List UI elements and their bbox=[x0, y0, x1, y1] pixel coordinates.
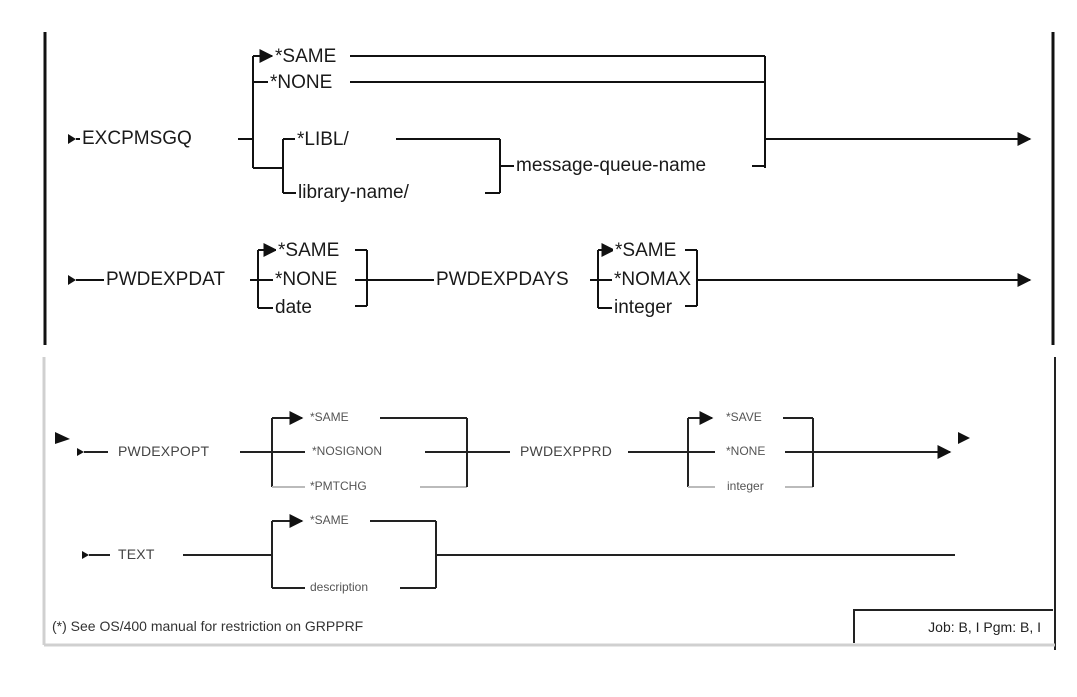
option-pwdexpopt-nosignon: *NOSIGNON bbox=[310, 444, 385, 458]
option-pwdexpdat-none: *NONE bbox=[273, 269, 340, 290]
option-pwdexpdays-integer: integer bbox=[612, 297, 675, 318]
keyword-pwdexpopt: PWDEXPOPT bbox=[116, 443, 212, 459]
start-arrow-icon bbox=[68, 134, 76, 144]
row-pwdexpopt-lines bbox=[55, 411, 970, 488]
start-arrow-icon bbox=[68, 275, 76, 285]
continuation-arrow-icon bbox=[55, 432, 70, 444]
option-pwdexpprd-save: *SAVE bbox=[724, 410, 764, 424]
option-excpmsgq-message-queue-name: message-queue-name bbox=[514, 155, 709, 176]
option-pwdexpprd-integer: integer bbox=[725, 479, 766, 493]
option-excpmsgq-libl: *LIBL/ bbox=[295, 129, 351, 150]
start-arrow-icon bbox=[77, 448, 84, 456]
footnote: (*) See OS/400 manual for restriction on… bbox=[50, 618, 366, 634]
job-info-box: Job: B, I Pgm: B, I bbox=[853, 609, 1053, 643]
start-arrow-icon bbox=[82, 551, 89, 559]
option-excpmsgq-none: *NONE bbox=[268, 72, 335, 93]
keyword-pwdexpdays: PWDEXPDAYS bbox=[434, 269, 571, 290]
keyword-pwdexpdat: PWDEXPDAT bbox=[104, 269, 227, 290]
option-pwdexpdays-nomax: *NOMAX bbox=[612, 269, 694, 290]
option-text-description: description bbox=[308, 580, 371, 594]
keyword-excpmsgq: EXCPMSGQ bbox=[80, 128, 194, 149]
row-pwdexpdat-lines bbox=[68, 243, 1032, 309]
option-excpmsgq-same: *SAME bbox=[273, 46, 339, 67]
keyword-pwdexpprd: PWDEXPPRD bbox=[518, 443, 615, 459]
option-pwdexpdat-same: *SAME bbox=[276, 240, 342, 261]
option-text-same: *SAME bbox=[308, 513, 351, 527]
continuation-arrow-icon bbox=[958, 432, 970, 444]
option-pwdexpdat-date: date bbox=[273, 297, 314, 318]
option-pwdexpdays-same: *SAME bbox=[613, 240, 679, 261]
option-pwdexpopt-same: *SAME bbox=[308, 410, 351, 424]
job-info-text: Job: B, I Pgm: B, I bbox=[928, 619, 1041, 635]
option-excpmsgq-library-name: library-name/ bbox=[296, 182, 411, 203]
row-text-lines bbox=[82, 514, 955, 589]
option-pwdexpprd-none: *NONE bbox=[724, 444, 768, 458]
option-pwdexpopt-pmtchg: *PMTCHG bbox=[308, 479, 369, 493]
keyword-text: TEXT bbox=[116, 546, 157, 562]
